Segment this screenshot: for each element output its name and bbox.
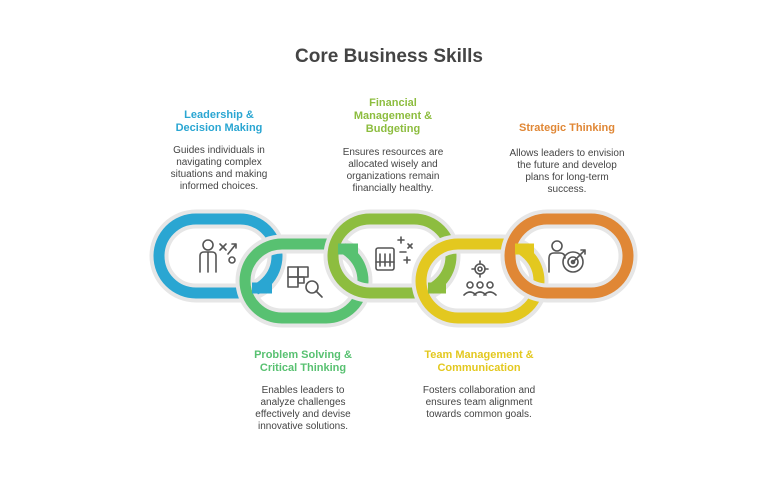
skill-description: Guides individuals in navigating complex… <box>160 145 278 193</box>
page-title: Core Business Skills <box>295 46 483 67</box>
team-gear-icon <box>463 260 497 296</box>
desc-line: Fosters collaboration and <box>422 385 536 396</box>
chain-link-yellow <box>411 234 549 328</box>
heading-line: Management & <box>353 110 433 122</box>
desc-line: effectively and devise <box>255 409 351 420</box>
desc-line: navigating complex <box>176 157 262 168</box>
heading-line: Team Management & <box>424 349 534 361</box>
skill-leadership: Leadership & Decision Making Guides indi… <box>160 109 278 193</box>
desc-line: towards common goals. <box>426 409 532 420</box>
desc-line: the future and develop <box>517 160 617 171</box>
desc-line: analyze challenges <box>260 397 346 408</box>
skill-heading: Team Management & Communication <box>404 349 554 375</box>
desc-line: financially healthy. <box>352 183 434 194</box>
budget-calculator-icon <box>375 236 413 271</box>
desc-line: situations and making <box>170 169 268 180</box>
person-target-icon <box>548 240 586 273</box>
link-overlaps <box>252 243 534 294</box>
skill-heading: Leadership & Decision Making <box>160 109 278 135</box>
desc-line: Guides individuals in <box>173 145 265 156</box>
desc-line: informed choices. <box>179 181 259 192</box>
heading-line: Problem Solving & <box>254 349 352 361</box>
skill-heading: Problem Solving & Critical Thinking <box>236 349 370 375</box>
skill-description: Allows leaders to envision the future an… <box>500 148 634 196</box>
desc-line: plans for long-term <box>525 172 609 183</box>
desc-line: organizations remain <box>346 171 440 182</box>
skill-description: Ensures resources are allocated wisely a… <box>338 147 448 195</box>
desc-line: success. <box>547 184 587 195</box>
skill-financial: Financial Management & Budgeting Ensures… <box>338 97 448 195</box>
heading-line: Strategic Thinking <box>519 122 615 134</box>
heading-line: Communication <box>437 362 521 374</box>
desc-line: Ensures resources are <box>342 147 444 158</box>
heading-line: Budgeting <box>365 123 421 135</box>
person-decision-icon <box>199 239 237 273</box>
skill-heading: Financial Management & Budgeting <box>338 97 448 136</box>
heading-line: Critical Thinking <box>259 362 347 374</box>
skill-description: Enables leaders to analyze challenges ef… <box>236 385 370 433</box>
heading-line: Financial <box>369 97 417 109</box>
chain-link-orange <box>500 209 638 303</box>
chain-link-lime <box>323 209 461 303</box>
desc-line: Allows leaders to envision <box>509 148 625 159</box>
chain-link-blue <box>149 209 287 303</box>
desc-line: Enables leaders to <box>261 385 345 396</box>
desc-line: innovative solutions. <box>257 421 349 432</box>
heading-line: Leadership & <box>184 109 254 121</box>
desc-line: allocated wisely and <box>348 159 438 170</box>
skill-description: Fosters collaboration and ensures team a… <box>404 385 554 421</box>
skill-team-management: Team Management & Communication Fosters … <box>404 349 554 421</box>
chain-links <box>149 209 638 328</box>
desc-line: ensures team alignment <box>425 397 533 408</box>
heading-line: Decision Making <box>175 122 263 134</box>
puzzle-search-icon <box>287 266 323 298</box>
chain-link-green <box>235 234 373 328</box>
skill-heading: Strategic Thinking <box>500 122 634 135</box>
skill-problem-solving: Problem Solving & Critical Thinking Enab… <box>236 349 370 433</box>
skill-strategic: Strategic Thinking Allows leaders to env… <box>500 122 634 196</box>
